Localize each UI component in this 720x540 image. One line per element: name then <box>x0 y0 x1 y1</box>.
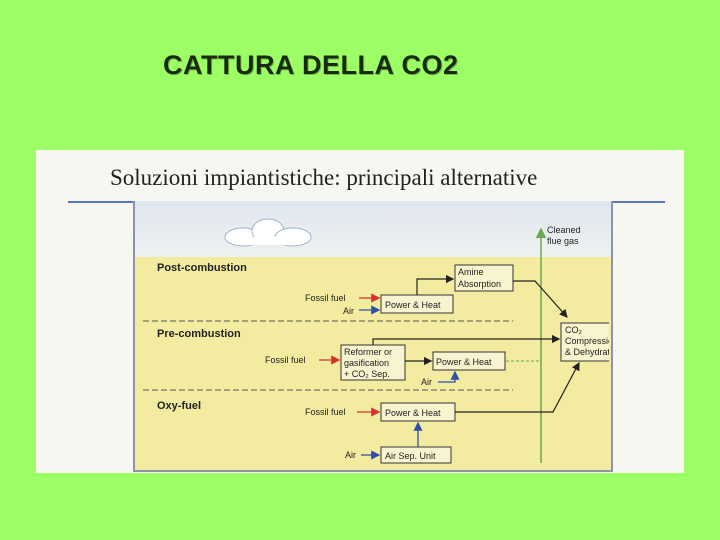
air-sep-unit-label: Air Sep. Unit <box>385 451 436 461</box>
oxy-fuel-label: Fossil fuel <box>305 407 346 417</box>
process-diagram: Post-combustion Pre-combustion Oxy-fuel … <box>143 218 609 464</box>
reformer-label-line3: + CO₂ Sep. <box>344 369 390 379</box>
reformer-label-line1: Reformer or <box>344 347 392 357</box>
co2-compression-box <box>560 322 609 362</box>
pre-power-heat-box <box>432 351 506 371</box>
amine-label-line1: Amine <box>458 267 484 277</box>
post-fuel-label: Fossil fuel <box>305 293 346 303</box>
cleaned-label-line1: Cleaned <box>547 225 581 235</box>
cleaned-label-line2: flue gas <box>547 236 579 246</box>
pre-power-heat-label: Power & Heat <box>436 357 492 367</box>
pre-air-arrow <box>438 370 460 383</box>
reformer-box <box>340 344 406 381</box>
figure: Soluzioni impiantistiche: principali alt… <box>36 150 684 473</box>
slide-title: CATTURA DELLA CO2 <box>163 50 459 80</box>
amine-label-line2: Absorption <box>458 279 501 289</box>
section-oxy-fuel: Oxy-fuel <box>157 400 201 412</box>
section-pre-combustion: Pre-combustion <box>157 328 241 340</box>
pre-air-label: Air <box>421 377 432 387</box>
post-to-amine-arrow <box>416 274 455 295</box>
air-sep-unit-box <box>380 446 452 464</box>
section-post-combustion: Post-combustion <box>157 262 247 274</box>
amine-absorption-box <box>454 264 514 292</box>
co2-label-line3: & Dehydration <box>565 347 609 357</box>
figure-heading: Soluzioni impiantistiche: principali alt… <box>110 165 538 190</box>
reformer-label-line2: gasification <box>344 358 389 368</box>
pre-fuel-label: Fossil fuel <box>265 355 306 365</box>
cloud-icon <box>224 218 312 247</box>
post-power-heat-label: Power & Heat <box>385 300 441 310</box>
sky-band <box>135 201 611 257</box>
reformer-to-co2-arrow <box>372 334 561 345</box>
co2-label-line2: Compression <box>565 336 609 346</box>
oxy-air-label: Air <box>345 450 356 460</box>
amine-to-co2-arrow <box>513 280 568 318</box>
oxy-power-heat-label: Power & Heat <box>385 408 441 418</box>
oxy-to-co2-arrow <box>455 361 580 413</box>
diagram-panel <box>133 201 613 472</box>
post-air-label: Air <box>343 306 354 316</box>
co2-label-line1: CO₂ <box>565 325 583 335</box>
